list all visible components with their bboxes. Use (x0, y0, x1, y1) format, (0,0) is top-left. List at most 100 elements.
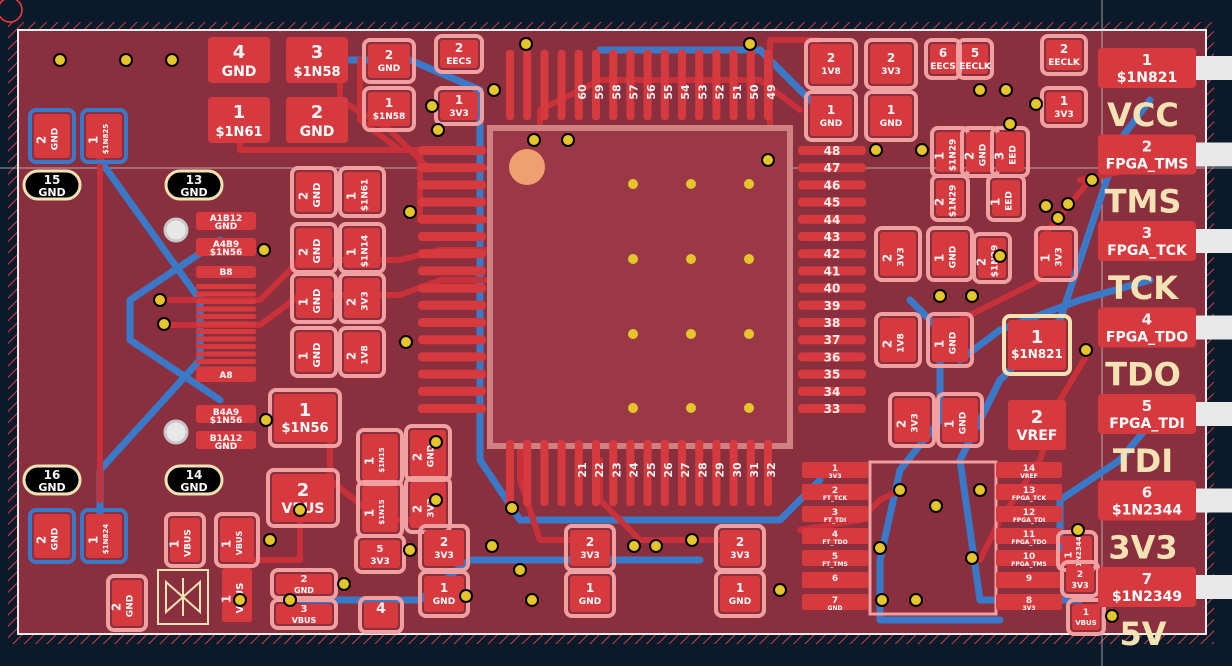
pad[interactable]: 1$1N824 (80, 508, 128, 564)
pad-net: $1N824 (102, 524, 110, 554)
pad[interactable]: 1$1N56 (268, 388, 342, 448)
pad-number: 2 (296, 248, 310, 256)
pin-number: 42 (824, 247, 841, 261)
silkscreen-label: 3V3 (1108, 529, 1177, 567)
pin-number: 7 (832, 596, 838, 606)
pad-number: 1 (362, 509, 376, 517)
pad[interactable]: 1$1N15 (356, 428, 404, 486)
pad[interactable]: 1$1N2344 (1056, 530, 1098, 572)
pad-number: 4 (1142, 311, 1152, 329)
pad[interactable]: 4 (358, 596, 404, 634)
tvs-diode-footprint[interactable] (157, 569, 209, 625)
buffer-chip[interactable]: 13V32FT_TCK3FT_TDI4FT_TDO5FT_TMS67GND14V… (802, 460, 1062, 616)
pad-net: GND (300, 124, 335, 140)
silkscreen-label: TMS (1105, 183, 1182, 221)
pad[interactable]: 2VBUS (266, 468, 340, 528)
pad[interactable]: 1$1N61 (338, 166, 386, 218)
silkscreen-label: 5V (1119, 615, 1166, 653)
pad[interactable]: 1$1N15 (356, 480, 404, 538)
pad[interactable]: 1$1N14 (338, 222, 386, 274)
pin-number: 40 (824, 282, 841, 296)
pad-number: 1 (219, 595, 233, 603)
jtag-header[interactable]: 1$1N821VCC2FPGA_TMSTMS3FPGA_TCKTCK4FPGA_… (1098, 48, 1232, 653)
top-pad[interactable]: 2 GND (286, 97, 348, 143)
pin-number: 33 (824, 402, 841, 416)
pad-number: 2 (410, 505, 424, 513)
pad[interactable]: 1$1N821 (1002, 314, 1072, 376)
top-pad[interactable]: 1 $1N61 (208, 97, 270, 143)
pad-number: 3 (1142, 224, 1152, 242)
pin-number: 3 (832, 508, 838, 518)
top-pad[interactable]: 4 GND (208, 37, 270, 83)
pad[interactable]: 2$1N29 (930, 174, 970, 222)
pad-net: GND (880, 119, 902, 129)
pad-number: 2 (880, 340, 894, 348)
pad[interactable]: 1$1N58 (362, 86, 416, 132)
pad-net: 3V3 (1071, 581, 1088, 590)
pad-net: EECS (930, 62, 956, 72)
top-pad[interactable]: 3 $1N58 (286, 37, 348, 83)
pin-number: 39 (824, 299, 841, 313)
pad[interactable]: 1$1N825 (80, 108, 128, 164)
usb-pin-label: A4B9 (213, 240, 239, 250)
